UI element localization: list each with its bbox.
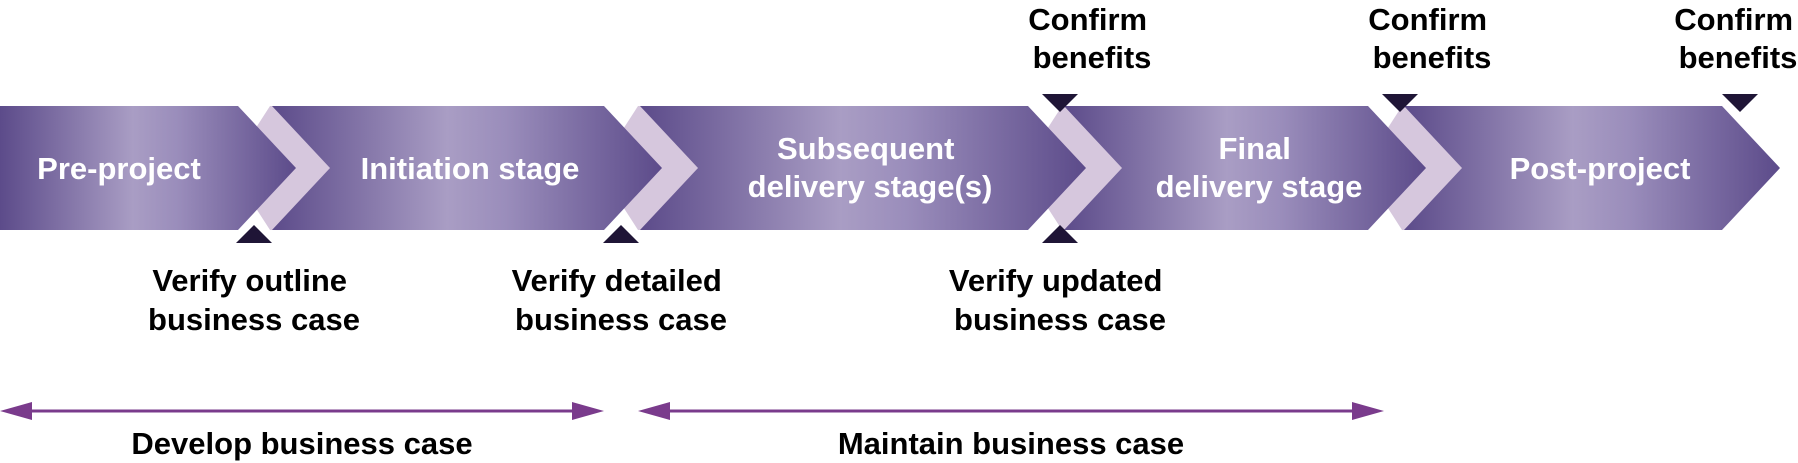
stage-arrow-subsequent-delivery <box>640 106 1086 230</box>
marker-confirm-benefits-1 <box>1042 94 1078 112</box>
span-arrows <box>0 402 1384 420</box>
milestone-label-verify-outline: Verify outline business case <box>148 263 360 337</box>
milestone-label-verify-detailed: Verify detailed business case <box>512 263 731 337</box>
arrowhead-right-develop <box>572 402 604 420</box>
span-label-develop: Develop business case <box>131 426 472 461</box>
milestone-label-confirm-benefits-2: Confirm benefits <box>1368 2 1495 75</box>
marker-confirm-benefits-3 <box>1722 94 1758 112</box>
marker-confirm-benefits-2 <box>1382 94 1418 112</box>
span-arrow-maintain <box>638 402 1384 420</box>
milestone-labels-above: Confirm benefits Confirm benefits Confir… <box>1028 2 1798 75</box>
milestone-label-confirm-benefits-1: Confirm benefits <box>1028 2 1155 75</box>
marker-verify-detailed <box>603 225 639 243</box>
span-arrow-develop <box>0 402 604 420</box>
stage-labels: Pre-project Initiation stage Subsequent … <box>37 131 1690 204</box>
stage-label-post-project: Post-project <box>1510 151 1691 186</box>
stage-arrows <box>0 106 1780 230</box>
stage-label-initiation: Initiation stage <box>361 151 580 186</box>
span-labels: Develop business case Maintain business … <box>131 426 1184 461</box>
milestone-label-confirm-benefits-3: Confirm benefits <box>1674 2 1798 75</box>
span-label-maintain: Maintain business case <box>838 426 1184 461</box>
stage-arrow-post-project <box>1404 106 1780 230</box>
stage-label-pre-project: Pre-project <box>37 151 201 186</box>
arrowhead-left-develop <box>0 402 32 420</box>
stage-label-subsequent-delivery: Subsequent delivery stage(s) <box>748 131 993 204</box>
arrowhead-right-maintain <box>1352 402 1384 420</box>
milestone-labels-below: Verify outline business case Verify deta… <box>148 263 1171 337</box>
stage-arrow-initiation <box>272 106 662 230</box>
arrowhead-left-maintain <box>638 402 670 420</box>
stage-arrow-pre-project <box>0 106 296 230</box>
milestone-markers-below <box>236 225 1078 243</box>
marker-verify-updated <box>1042 225 1078 243</box>
stage-label-final-delivery: Final delivery stage <box>1156 131 1363 204</box>
milestone-label-verify-updated: Verify updated business case <box>949 263 1171 337</box>
milestone-markers-above <box>1042 94 1758 112</box>
stage-arrow-final-delivery <box>1064 106 1426 230</box>
marker-verify-outline <box>236 225 272 243</box>
